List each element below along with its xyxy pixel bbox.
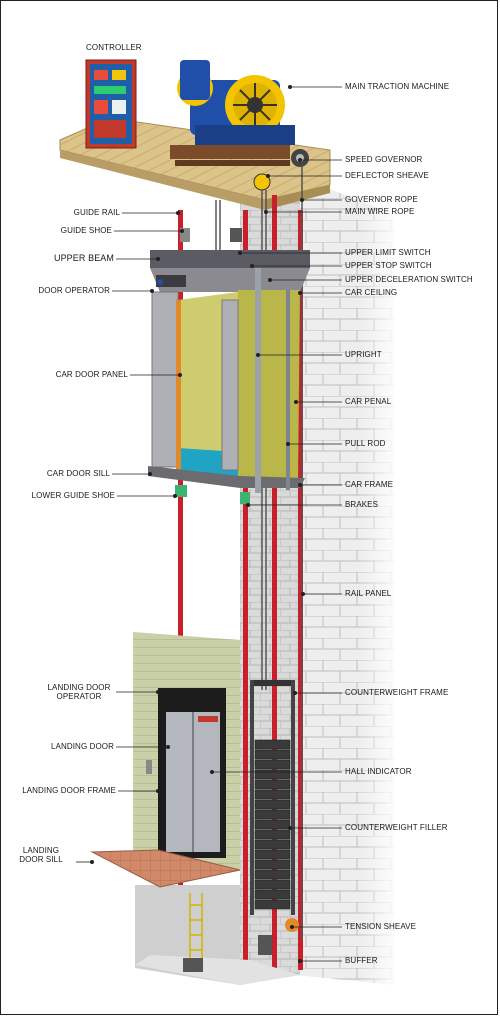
landing-wall bbox=[133, 632, 240, 870]
label-lower-guide-shoe: LOWER GUIDE SHOE bbox=[31, 491, 115, 500]
label-car-ceiling: CAR CEILING bbox=[345, 288, 398, 297]
label-door-operator: DOOR OPERATOR bbox=[38, 286, 110, 295]
elevator-car bbox=[148, 228, 310, 504]
label-guide-shoe: GUIDE SHOE bbox=[60, 226, 112, 235]
label-rail-panel: RAIL PANEL bbox=[345, 589, 392, 598]
label-speed-governor: SPEED GOVERNOR bbox=[345, 155, 423, 164]
controller-cabinet bbox=[85, 59, 137, 149]
label-buffer: BUFFER bbox=[345, 956, 378, 965]
label-car-penal: CAR PENAL bbox=[345, 397, 392, 406]
label-tension-sheave: TENSION SHEAVE bbox=[345, 922, 417, 931]
label-main-traction-machine: MAIN TRACTION MACHINE bbox=[345, 82, 450, 91]
counterweight bbox=[250, 680, 295, 915]
label-upper-limit-switch: UPPER LIMIT SWITCH bbox=[345, 248, 431, 257]
label-landing-door-operator: LANDING DOOR OPERATOR bbox=[47, 683, 111, 701]
label-landing-door: LANDING DOOR bbox=[51, 742, 114, 751]
label-brakes: BRAKES bbox=[345, 500, 379, 509]
label-landing-door-frame: LANDING DOOR FRAME bbox=[22, 786, 116, 795]
guide-rails bbox=[178, 195, 303, 975]
label-guide-rail: GUIDE RAIL bbox=[73, 208, 120, 217]
label-upper-deceleration-switch: UPPER DECELERATION SWITCH bbox=[345, 275, 473, 284]
label-upper-stop-switch: UPPER STOP SWITCH bbox=[345, 261, 432, 270]
label-controller: CONTROLLER bbox=[86, 43, 142, 52]
label-car-frame: CAR FRAME bbox=[345, 480, 394, 489]
traction-machine bbox=[177, 60, 295, 145]
label-upper-beam: UPPER BEAM bbox=[53, 253, 114, 263]
pit bbox=[90, 849, 300, 985]
label-car-door-panel: CAR DOOR PANEL bbox=[55, 370, 128, 379]
label-governor-rope: GOVERNOR ROPE bbox=[345, 195, 418, 204]
label-car-door-sill: CAR DOOR SILL bbox=[46, 469, 110, 478]
leader-lines bbox=[76, 85, 342, 964]
label-main-wire-rope: MAIN WIRE ROPE bbox=[345, 207, 415, 216]
label-deflector-sheave: DEFLECTOR SHEAVE bbox=[345, 171, 429, 180]
label-pull-rod: PULL ROD bbox=[345, 439, 386, 448]
label-landing-door-sill: LANDING DOOR SILL bbox=[19, 846, 63, 864]
label-hall-indicator: HALL INDICATOR bbox=[345, 767, 412, 776]
label-upright: UPRIGHT bbox=[345, 350, 382, 359]
label-counterweight-frame: COUNTERWEIGHT FRAME bbox=[345, 688, 449, 697]
label-counterweight-filler: COUNTERWEIGHT FILLER bbox=[345, 823, 448, 832]
